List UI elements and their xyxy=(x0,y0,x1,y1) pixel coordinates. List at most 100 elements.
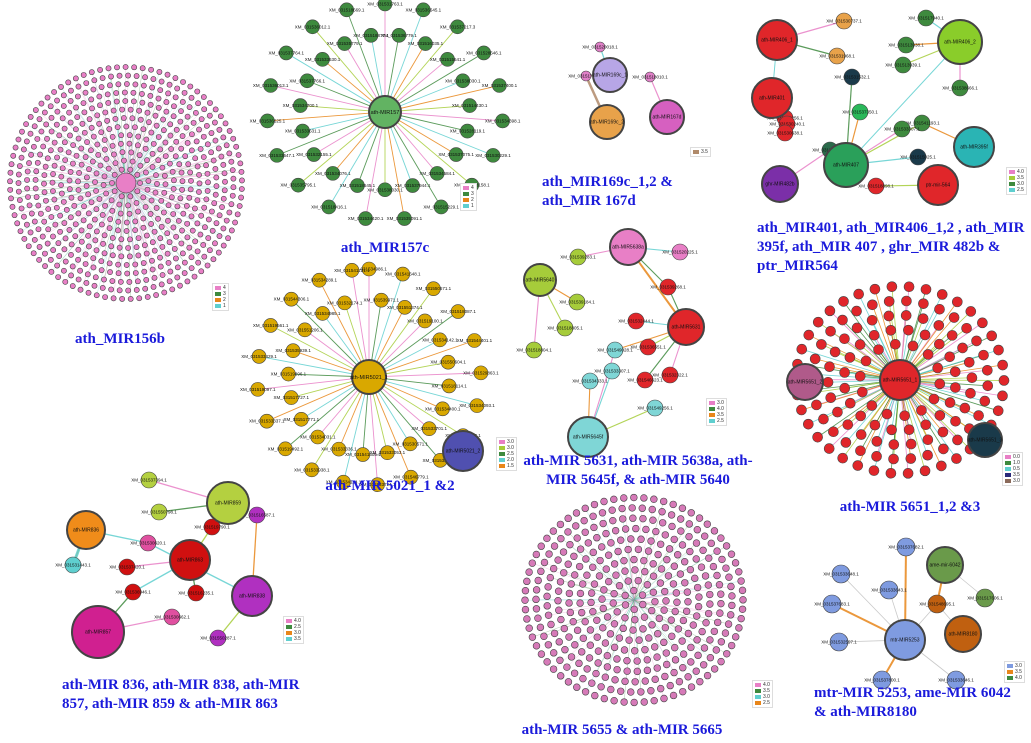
target-node xyxy=(102,294,108,301)
target-node xyxy=(14,220,21,227)
target-node xyxy=(654,550,662,559)
target-node xyxy=(682,607,691,616)
edge xyxy=(601,599,635,687)
edge xyxy=(633,575,718,601)
target-node xyxy=(100,240,106,247)
target-node xyxy=(177,118,184,125)
target-node xyxy=(69,263,76,270)
target-node xyxy=(98,258,105,265)
node-label: XM_031533647.1 xyxy=(259,153,295,158)
hub-node xyxy=(368,95,402,129)
target-node xyxy=(934,303,945,315)
target-node xyxy=(24,168,31,175)
target-node xyxy=(545,550,553,558)
target-node xyxy=(839,333,850,345)
node-label: ath-MIR838 xyxy=(239,594,265,600)
target-node xyxy=(679,650,688,658)
target-node xyxy=(950,382,961,393)
target-node xyxy=(544,611,553,619)
target-node xyxy=(16,197,23,203)
target-node xyxy=(825,326,836,337)
target-node xyxy=(108,73,114,80)
target-node xyxy=(294,411,309,427)
panel-mir836-network: XM_031537394.1XM_031550798.1XM_031530620… xyxy=(55,471,275,659)
edge xyxy=(548,599,635,616)
target-node xyxy=(236,203,243,209)
target-node xyxy=(640,698,648,706)
target-node xyxy=(91,282,98,289)
target-node xyxy=(152,112,159,119)
target-node xyxy=(30,143,37,150)
legend-entry: 4.0 xyxy=(709,406,724,412)
target-node xyxy=(618,504,626,513)
target-node xyxy=(111,188,118,195)
target-node xyxy=(62,258,69,265)
target-node xyxy=(556,520,565,529)
target-node xyxy=(561,646,569,654)
target-node xyxy=(223,217,230,224)
target-node xyxy=(525,341,543,359)
target-node xyxy=(7,186,14,193)
target-node xyxy=(55,274,62,280)
target-node xyxy=(178,108,184,115)
target-node xyxy=(173,233,180,240)
target-node xyxy=(710,665,719,673)
edge xyxy=(544,562,635,601)
target-node xyxy=(717,590,725,598)
target-node xyxy=(614,547,622,556)
target-node xyxy=(377,0,393,12)
target-node xyxy=(162,181,169,188)
target-node xyxy=(866,314,878,326)
target-node xyxy=(868,329,880,341)
target-node xyxy=(184,113,191,120)
target-node xyxy=(77,286,84,293)
target-node xyxy=(624,577,632,585)
target-node xyxy=(24,221,30,228)
target-node xyxy=(811,399,822,411)
legend-label: 0.5 xyxy=(1013,466,1020,472)
node-label: ame-mir-6042 xyxy=(929,563,960,569)
target-node xyxy=(148,66,155,73)
target-node xyxy=(109,235,116,241)
target-node xyxy=(992,405,1004,417)
target-node xyxy=(649,572,658,580)
target-node xyxy=(184,278,191,285)
target-node xyxy=(295,123,310,139)
edge xyxy=(291,298,370,378)
target-node xyxy=(560,624,569,633)
target-node xyxy=(315,306,330,321)
target-node xyxy=(666,681,674,690)
caption-mir157c: ath_MIR157c xyxy=(340,240,430,256)
target-node xyxy=(883,296,895,307)
target-node xyxy=(123,123,130,130)
target-node xyxy=(109,252,116,259)
target-node xyxy=(581,504,589,513)
target-node xyxy=(170,113,177,120)
legend-label: 3 xyxy=(471,191,474,197)
target-node xyxy=(44,155,51,162)
node-label: XM_031516035.1 xyxy=(408,41,444,46)
edge xyxy=(125,129,177,184)
target-node xyxy=(149,257,155,264)
target-node xyxy=(901,295,912,307)
target-node xyxy=(727,582,735,591)
target-node xyxy=(609,516,617,525)
target-node xyxy=(903,424,915,436)
target-node xyxy=(555,606,563,614)
target-node xyxy=(177,195,184,202)
target-node xyxy=(188,94,195,101)
legend-entry: 2.5 xyxy=(1009,187,1024,193)
target-node xyxy=(640,556,648,565)
target-node xyxy=(61,267,67,274)
target-node xyxy=(220,134,227,141)
target-node xyxy=(839,367,850,378)
target-node xyxy=(127,236,133,243)
target-node xyxy=(70,142,77,149)
target-node xyxy=(158,78,165,85)
target-node xyxy=(93,247,100,254)
target-node xyxy=(603,663,612,671)
legend-entry: 3 xyxy=(463,191,474,197)
target-node xyxy=(212,240,218,247)
target-node xyxy=(34,136,41,142)
target-node xyxy=(594,659,602,667)
